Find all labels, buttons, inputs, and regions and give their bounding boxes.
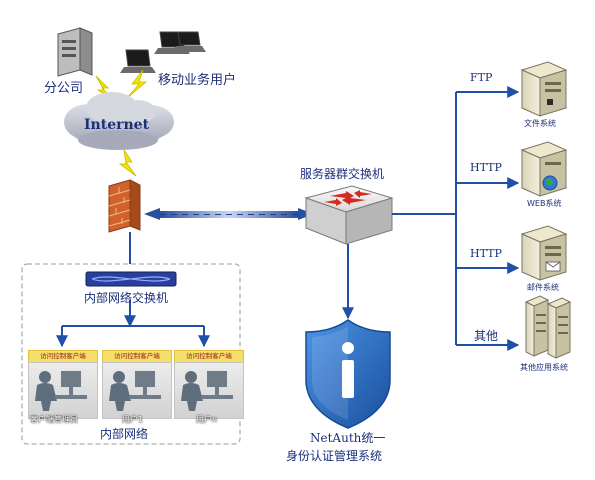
server-name-file: 文件系统 xyxy=(524,119,556,128)
auth-system-label-line1: NetAuth统一 xyxy=(310,431,386,445)
lan-distribution-links xyxy=(56,300,210,348)
file-server-icon xyxy=(520,61,568,117)
client-icon xyxy=(174,362,244,419)
user-workstation-icon xyxy=(35,371,87,411)
server-name-other: 其他应用系统 xyxy=(520,363,568,372)
client-icon xyxy=(28,362,98,419)
protocol-label-other: 其他 xyxy=(474,329,499,343)
web-server-icon xyxy=(520,141,568,197)
lan-label: 内部网络 xyxy=(100,427,149,441)
user-workstation-icon xyxy=(181,371,233,411)
internet-label: Internet xyxy=(84,117,150,133)
firewall-icon xyxy=(108,179,141,233)
laptop-icon xyxy=(120,49,156,73)
client-tag: 访问控制客户端 xyxy=(174,350,244,363)
user-workstation-icon xyxy=(109,371,161,411)
tunnel-link xyxy=(144,208,314,220)
lan-switch-label: 内部网络交换机 xyxy=(84,291,169,305)
shield-icon xyxy=(305,319,391,429)
laptop-icon xyxy=(172,31,206,52)
server-switch-label: 服务器群交换机 xyxy=(300,167,385,181)
internet-cloud-icon xyxy=(64,92,174,150)
mobile-users-label: 移动业务用户 xyxy=(158,73,237,88)
client-name: 用户1 xyxy=(122,415,144,424)
server-links xyxy=(392,86,520,351)
branch-office-label: 分公司 xyxy=(44,81,84,96)
protocol-label-http-web: HTTP xyxy=(470,161,502,174)
auth-system-label-line2: 身份认证管理系统 xyxy=(286,449,383,463)
client-icon xyxy=(102,362,172,419)
lightning-icon xyxy=(118,149,137,177)
server-switch-icon xyxy=(304,185,394,245)
server-name-web: WEB系统 xyxy=(527,199,562,208)
client-name: 客户端管理员 xyxy=(30,415,78,424)
server-name-mail: 邮件系统 xyxy=(527,283,559,292)
other-servers-icon xyxy=(524,295,572,359)
lan-switch-icon xyxy=(85,271,177,287)
lightning-icon xyxy=(126,69,148,99)
client-name: 用户n xyxy=(196,415,218,424)
mail-server-icon xyxy=(520,225,568,281)
protocol-label-http-mail: HTTP xyxy=(470,247,502,260)
protocol-label-ftp: FTP xyxy=(470,71,493,84)
branch-computer-icon xyxy=(57,27,93,77)
